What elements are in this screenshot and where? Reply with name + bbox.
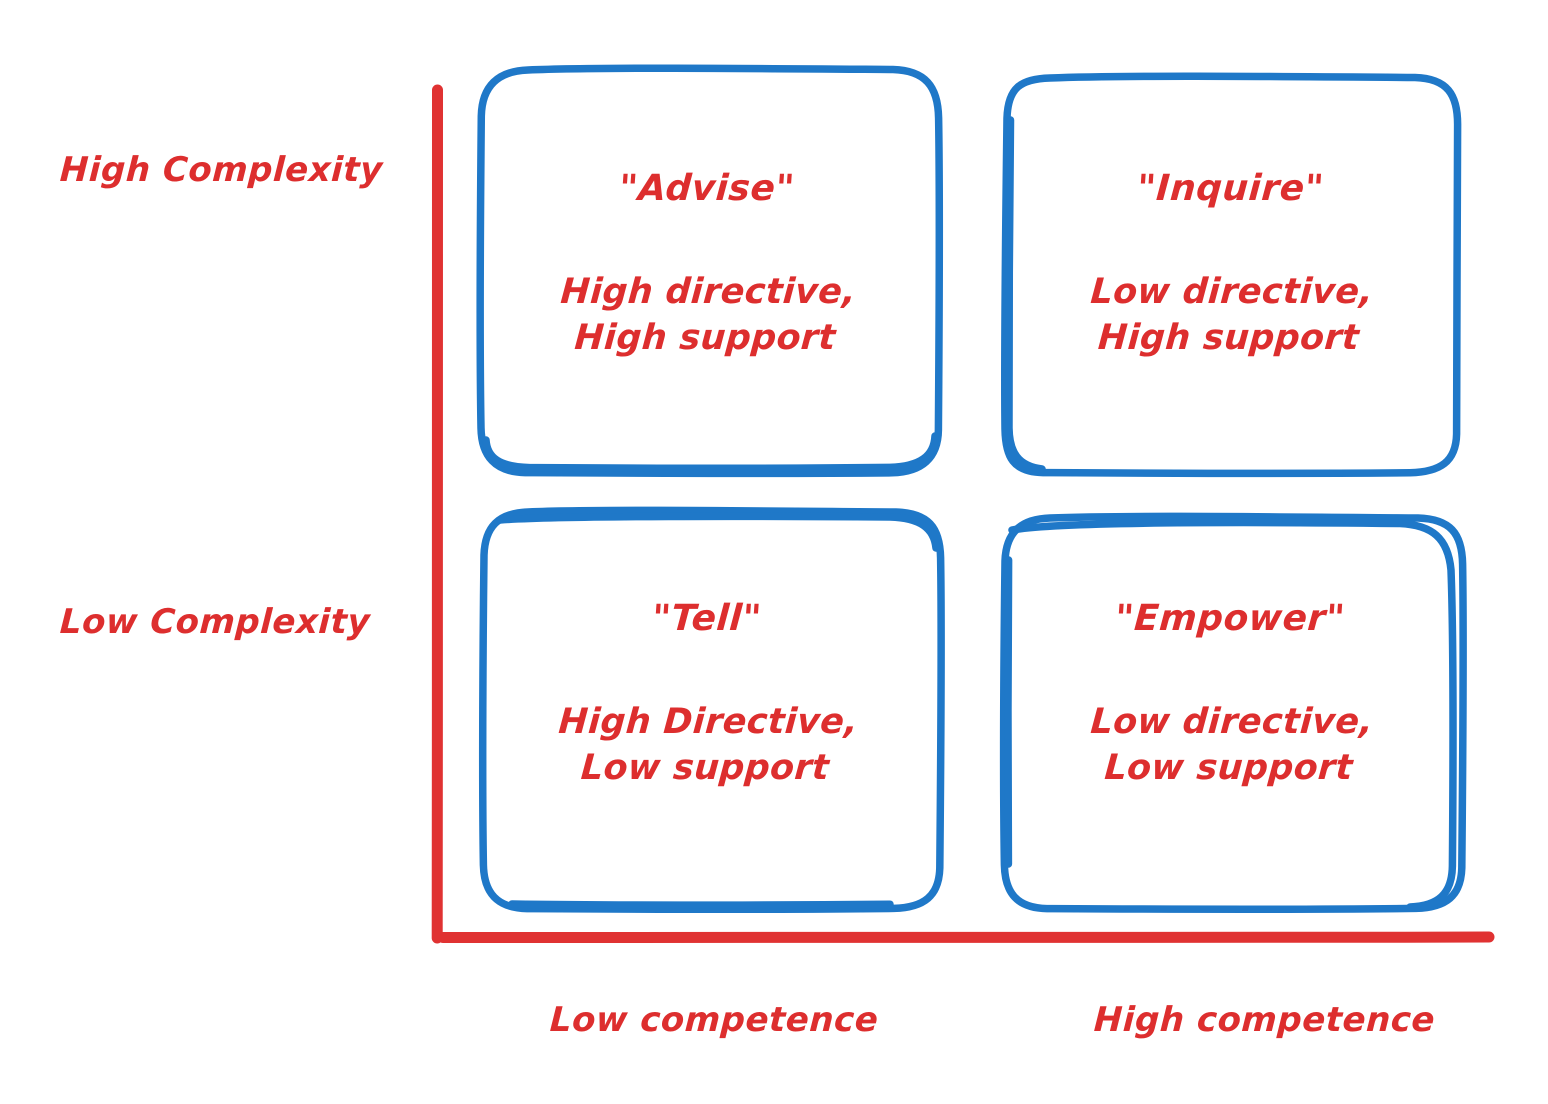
quadrant-empower-desc-line-1: Low directive,	[1088, 702, 1375, 742]
quadrant-inquire: "Inquire" Low directive, High support	[1010, 168, 1450, 361]
quadrant-empower-description: Low directive, Low support	[1086, 699, 1375, 791]
quadrant-empower-title: "Empower"	[1113, 598, 1347, 639]
quadrant-empower: "Empower" Low directive, Low support	[1010, 598, 1450, 791]
quadrant-inquire-desc-line-1: Low directive,	[1088, 272, 1375, 312]
axis-label-low-competence: Low competence	[548, 1000, 880, 1040]
quadrant-advise-desc-line-2: High support	[573, 318, 838, 359]
quadrant-inquire-title: "Inquire"	[1135, 168, 1325, 209]
quadrant-advise-desc-line-1: High directive,	[559, 272, 858, 312]
axis-label-high-competence: High competence	[1092, 1000, 1437, 1040]
quadrant-tell: "Tell" High Directive, Low support	[487, 598, 927, 791]
quadrant-inquire-description: Low directive, High support	[1086, 269, 1375, 361]
quadrant-advise: "Advise" High directive, High support	[487, 168, 927, 361]
quadrant-advise-title: "Advise"	[617, 168, 797, 209]
quadrant-tell-desc-line-1: High Directive,	[557, 702, 860, 742]
x-axis-line	[437, 931, 1495, 944]
axis-label-high-complexity: High Complexity	[58, 150, 384, 190]
quadrant-advise-description: High directive, High support	[556, 269, 858, 361]
quadrant-empower-desc-line-2: Low support	[1102, 748, 1354, 789]
quadrant-tell-title: "Tell"	[650, 598, 764, 639]
quadrant-tell-description: High Directive, Low support	[554, 699, 860, 791]
quadrant-tell-desc-line-2: Low support	[579, 748, 831, 789]
quadrant-inquire-desc-line-2: High support	[1096, 318, 1361, 359]
axis-label-low-complexity: Low Complexity	[58, 602, 372, 642]
